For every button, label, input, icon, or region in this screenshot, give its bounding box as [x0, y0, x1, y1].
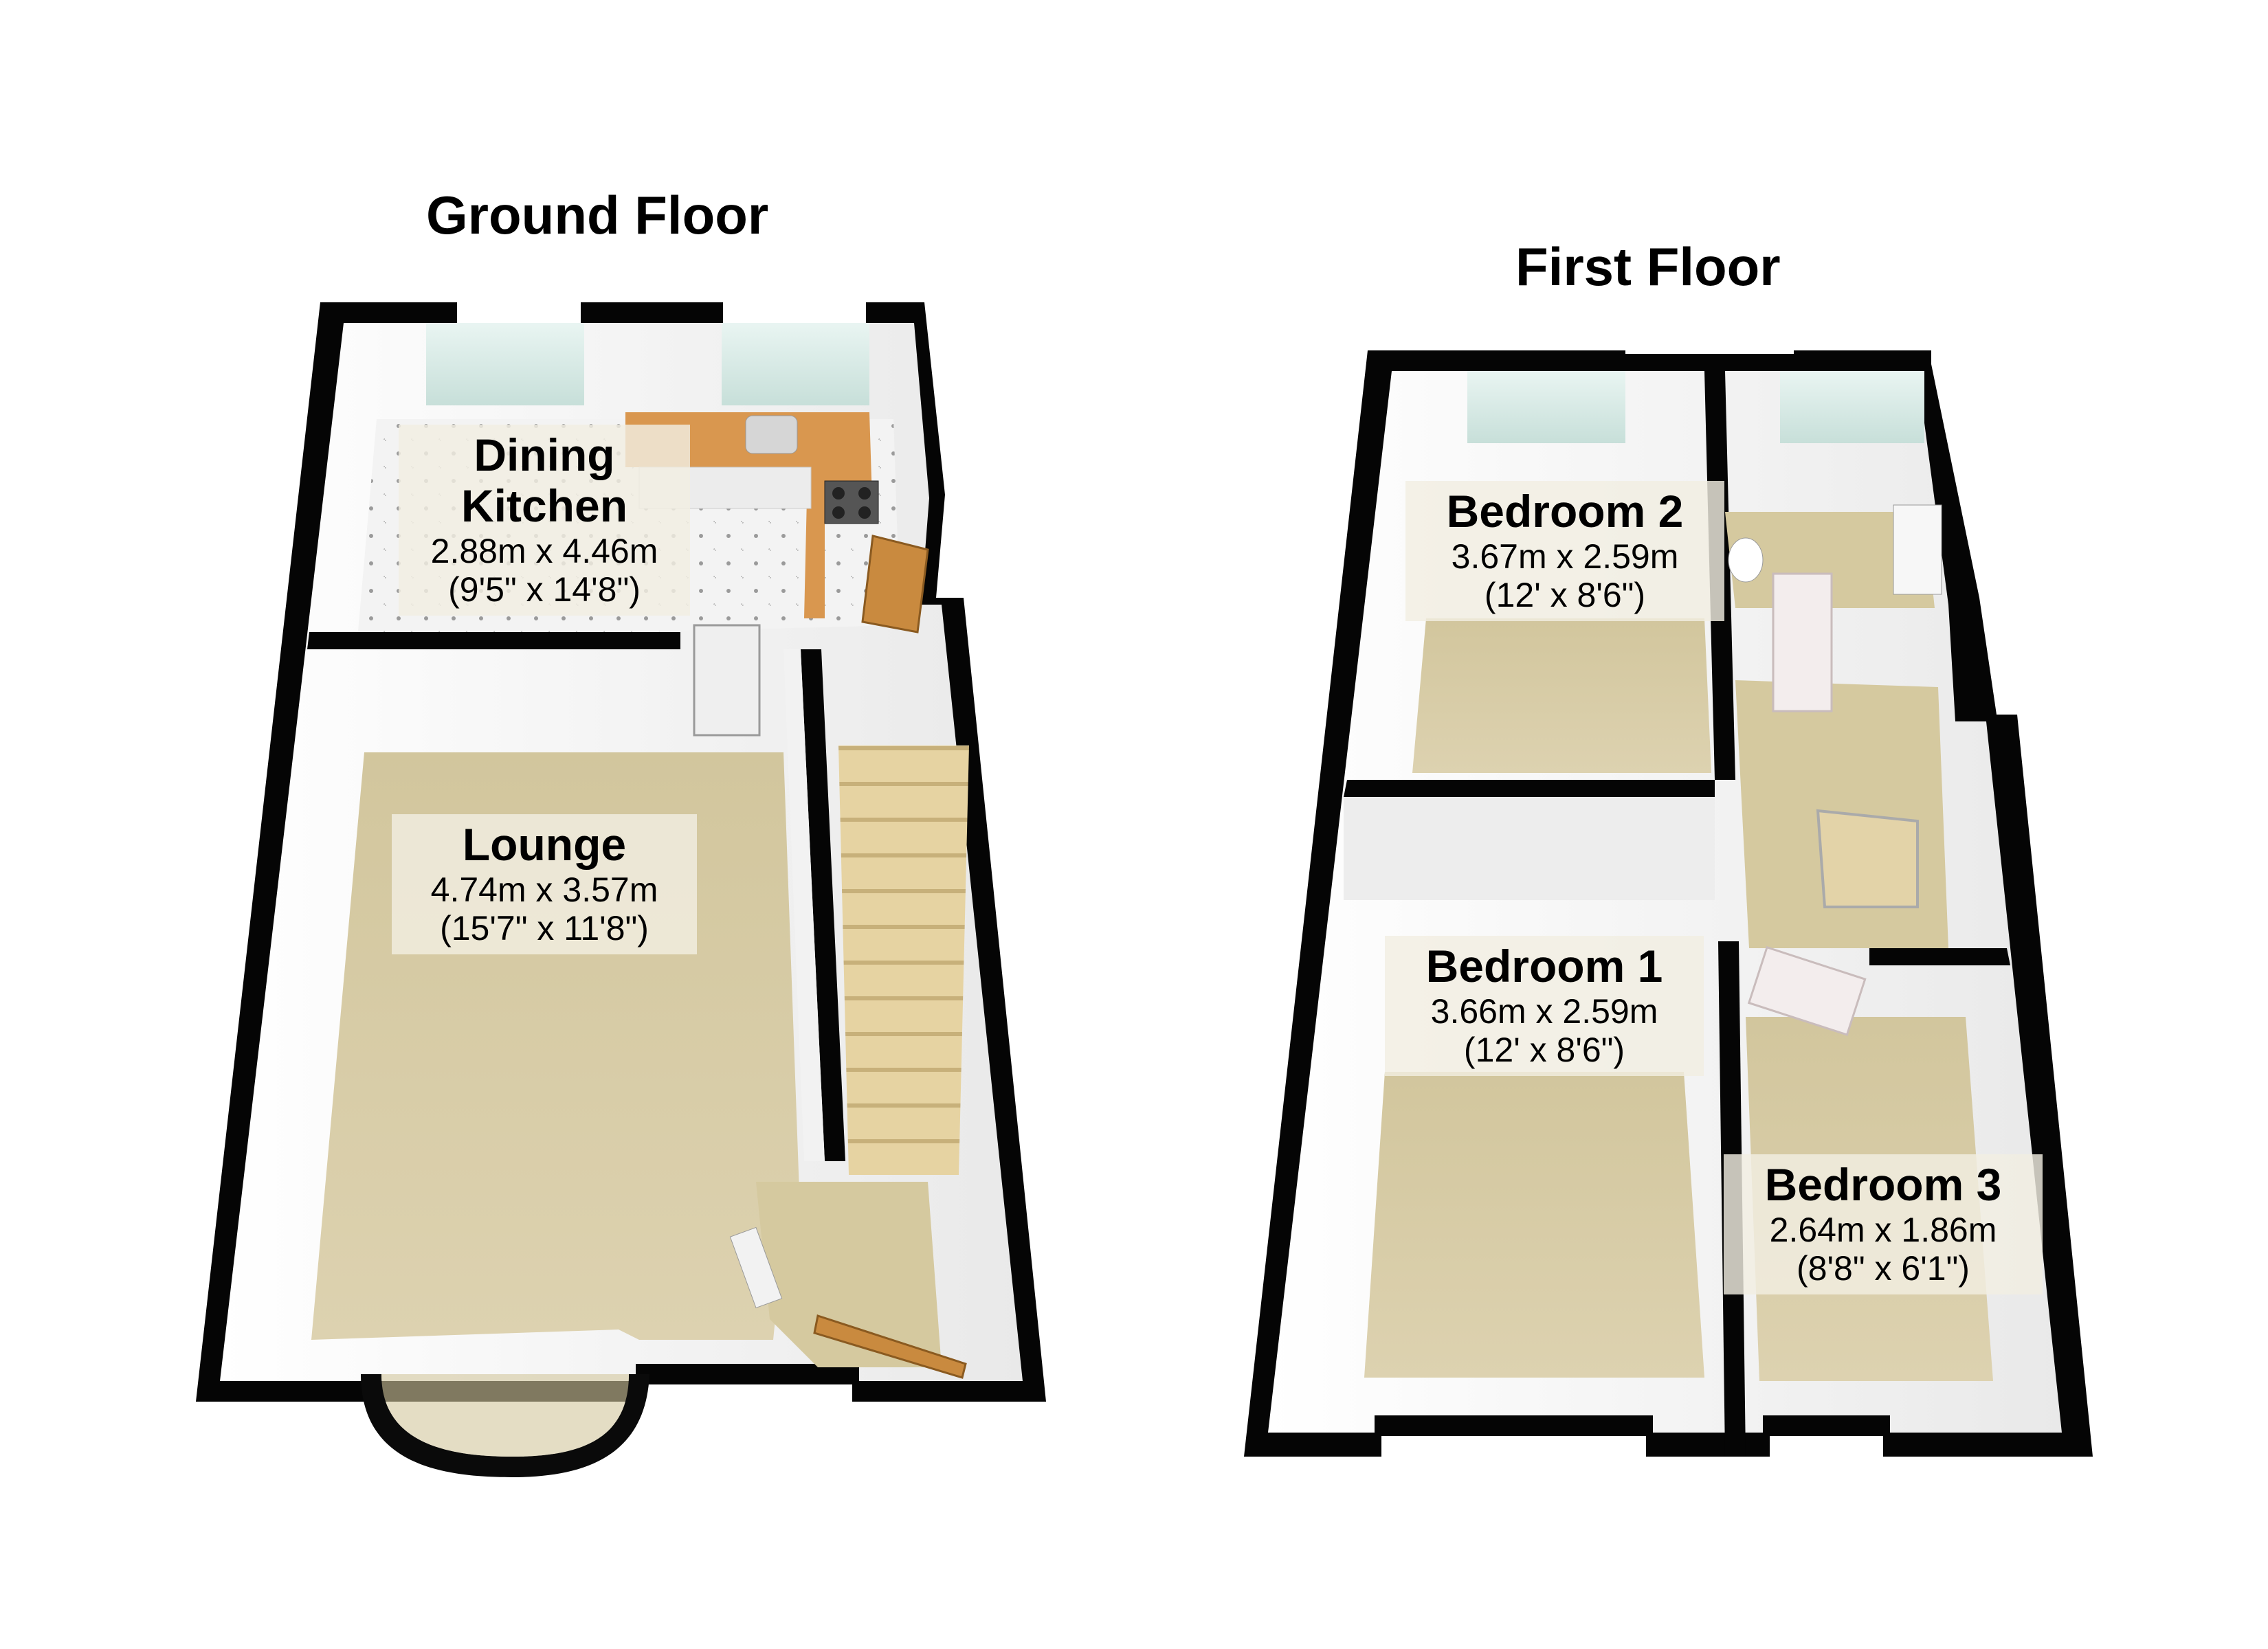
hall-floor — [756, 1182, 942, 1367]
kitchen-hob — [824, 480, 879, 524]
bedroom3-door — [1747, 945, 1867, 1036]
room-dimensions-metric: 4.74m x 3.57m — [430, 870, 658, 909]
kitchen-lounge-divider-wall — [307, 632, 680, 649]
room-dimensions-imperial: (12' x 8'6") — [1463, 1030, 1625, 1069]
bedroom2-window — [1467, 371, 1625, 443]
room-label-bedroom-3: Bedroom 3 2.64m x 1.86m (8'8" x 6'1") — [1724, 1154, 2043, 1294]
first-floor-title: First Floor — [1515, 236, 1781, 297]
room-name: Bedroom 1 — [1425, 941, 1663, 991]
hall-partition-wall — [801, 649, 845, 1161]
hall-radiator — [729, 1226, 783, 1309]
room-dimensions-imperial: (9'5" x 14'8") — [448, 570, 641, 609]
bathroom-door — [1772, 572, 1833, 713]
room-label-bedroom-1: Bedroom 1 3.66m x 2.59m (12' x 8'6") — [1385, 936, 1704, 1076]
bedroom2-bedroom1-wall — [1344, 780, 1715, 797]
landing-stairwell — [1816, 809, 1919, 908]
bathroom-shower — [1893, 504, 1942, 595]
kitchen-back-door — [861, 535, 929, 633]
room-name: Bedroom 2 — [1446, 486, 1684, 537]
hob-ring — [858, 487, 871, 500]
lounge-glazed-door — [693, 624, 761, 737]
front-door — [813, 1314, 967, 1379]
bedroom2-carpet — [1412, 618, 1711, 773]
hob-ring — [858, 506, 871, 519]
room-dimensions-metric: 3.67m x 2.59m — [1451, 537, 1679, 576]
room-dimensions-metric: 2.88m x 4.46m — [430, 531, 658, 570]
room-dimensions-imperial: (15'7" x 11'8") — [440, 908, 649, 947]
kitchen-window-right — [722, 323, 869, 405]
hob-ring — [832, 487, 845, 500]
room-label-lounge: Lounge 4.74m x 3.57m (15'7" x 11'8") — [392, 814, 697, 954]
bedroom3-top-wall — [1869, 948, 2010, 965]
room-dimensions-metric: 2.64m x 1.86m — [1769, 1210, 1997, 1249]
lounge-bay-window — [361, 1374, 649, 1477]
kitchen-window-left — [426, 323, 584, 405]
room-name: Dining — [474, 429, 615, 480]
room-label-bedroom-2: Bedroom 2 3.67m x 2.59m (12' x 8'6") — [1405, 481, 1724, 621]
room-label-dining-kitchen: Dining Kitchen 2.88m x 4.46m (9'5" x 14'… — [399, 425, 690, 616]
kitchen-sink — [745, 415, 798, 454]
hall-partition-face — [783, 649, 825, 1161]
room-dimensions-metric: 3.66m x 2.59m — [1430, 991, 1658, 1031]
room-dimensions-imperial: (8'8" x 6'1") — [1797, 1248, 1970, 1288]
room-dimensions-imperial: (12' x 8'6") — [1484, 575, 1646, 614]
hob-ring — [832, 506, 845, 519]
room-name: Bedroom 3 — [1764, 1159, 2002, 1210]
room-name: Kitchen — [460, 480, 628, 531]
bay-window-glass — [381, 1374, 629, 1457]
bathroom-window — [1780, 371, 1924, 443]
ground-floor-stairs — [838, 745, 969, 1175]
room-name: Lounge — [462, 819, 627, 870]
ground-floor-title: Ground Floor — [426, 185, 769, 245]
bedroom1-wardrobes — [1344, 797, 1715, 900]
bathroom-basin — [1728, 537, 1764, 583]
bedroom1-carpet — [1364, 1072, 1704, 1378]
